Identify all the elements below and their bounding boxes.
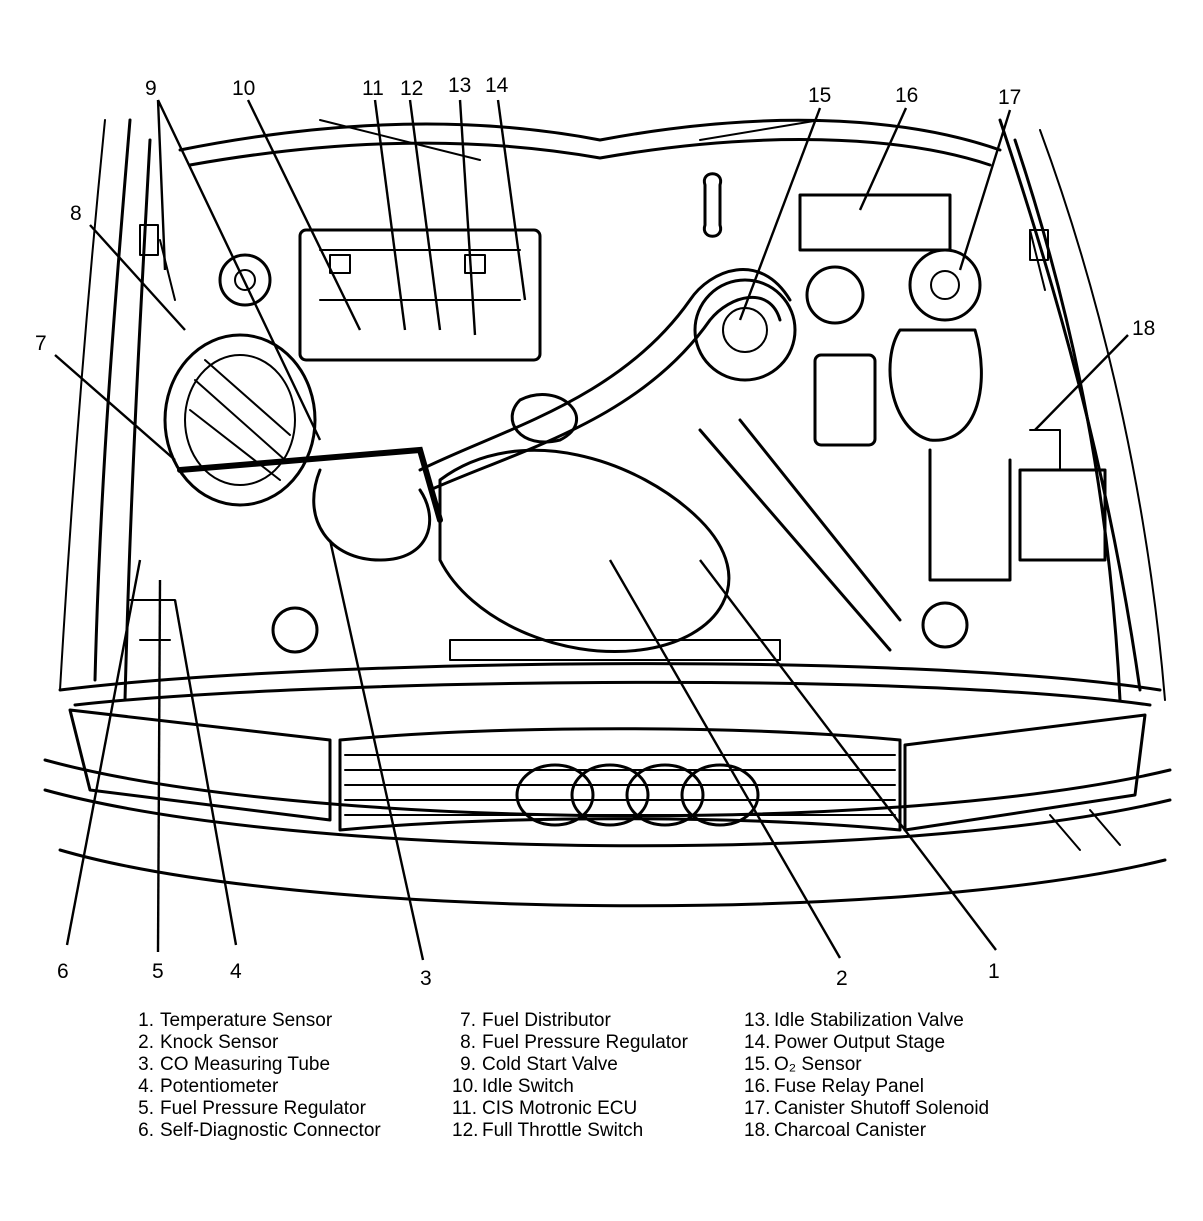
legend-item: 6.Self-Diagnostic Connector bbox=[138, 1120, 381, 1141]
callout-5: 5 bbox=[152, 960, 164, 983]
legend-item: 16.Fuse Relay Panel bbox=[744, 1076, 924, 1097]
legend-item: 8.Fuel Pressure Regulator bbox=[460, 1032, 688, 1053]
legend-item: 15.O₂ Sensor bbox=[744, 1054, 862, 1075]
callout-14: 14 bbox=[485, 74, 509, 97]
callout-7: 7 bbox=[35, 332, 47, 355]
legend-item: 3.CO Measuring Tube bbox=[138, 1054, 331, 1075]
legend-item: 7.Fuel Distributor bbox=[460, 1010, 611, 1031]
callout-1: 1 bbox=[988, 960, 1000, 983]
legend-item: 18.Charcoal Canister bbox=[744, 1120, 927, 1141]
callout-12: 12 bbox=[400, 77, 423, 100]
legend-item: 14.Power Output Stage bbox=[744, 1032, 946, 1053]
legend-column-3: 13.Idle Stabilization Valve 14.Power Out… bbox=[744, 1010, 989, 1142]
legend-item: 5.Fuel Pressure Regulator bbox=[138, 1098, 366, 1119]
legend-item: 12.Full Throttle Switch bbox=[452, 1120, 644, 1141]
callout-9: 9 bbox=[145, 77, 157, 100]
legend-item: 2.Knock Sensor bbox=[138, 1032, 279, 1053]
engine-illustration bbox=[43, 118, 1172, 908]
legend-item: 13.Idle Stabilization Valve bbox=[744, 1010, 964, 1031]
legend-item: 17.Canister Shutoff Solenoid bbox=[744, 1098, 990, 1119]
callout-8: 8 bbox=[70, 202, 82, 225]
legend-item: 1.Temperature Sensor bbox=[138, 1010, 333, 1031]
callout-11: 11 bbox=[362, 77, 384, 100]
callout-10: 10 bbox=[232, 77, 255, 100]
legend-column-1: 1.Temperature Sensor 2.Knock Sensor 3.CO… bbox=[130, 1010, 381, 1142]
callout-2: 2 bbox=[836, 967, 848, 990]
legend-column-2: 7.Fuel Distributor 8.Fuel Pressure Regul… bbox=[452, 1010, 688, 1142]
callout-18: 18 bbox=[1132, 317, 1155, 340]
callout-4: 4 bbox=[230, 960, 242, 983]
callout-6: 6 bbox=[57, 960, 69, 983]
leader-lines bbox=[54, 99, 1129, 961]
callout-3: 3 bbox=[420, 967, 432, 990]
legend-item: 4.Potentiometer bbox=[138, 1076, 279, 1097]
callout-16: 16 bbox=[895, 84, 918, 107]
callout-13: 13 bbox=[448, 74, 471, 97]
legend-item: 11.CIS Motronic ECU bbox=[452, 1098, 638, 1119]
callout-labels: 1 2 3 4 5 6 7 8 9 10 11 12 13 14 15 16 1… bbox=[35, 74, 1155, 990]
callout-17: 17 bbox=[998, 86, 1021, 109]
engine-compartment-diagram: 1 2 3 4 5 6 7 8 9 10 11 12 13 14 15 16 1… bbox=[35, 74, 1172, 990]
legend-item: 10.Idle Switch bbox=[452, 1076, 574, 1097]
callout-15: 15 bbox=[808, 84, 831, 107]
legend-item: 9.Cold Start Valve bbox=[460, 1054, 618, 1075]
